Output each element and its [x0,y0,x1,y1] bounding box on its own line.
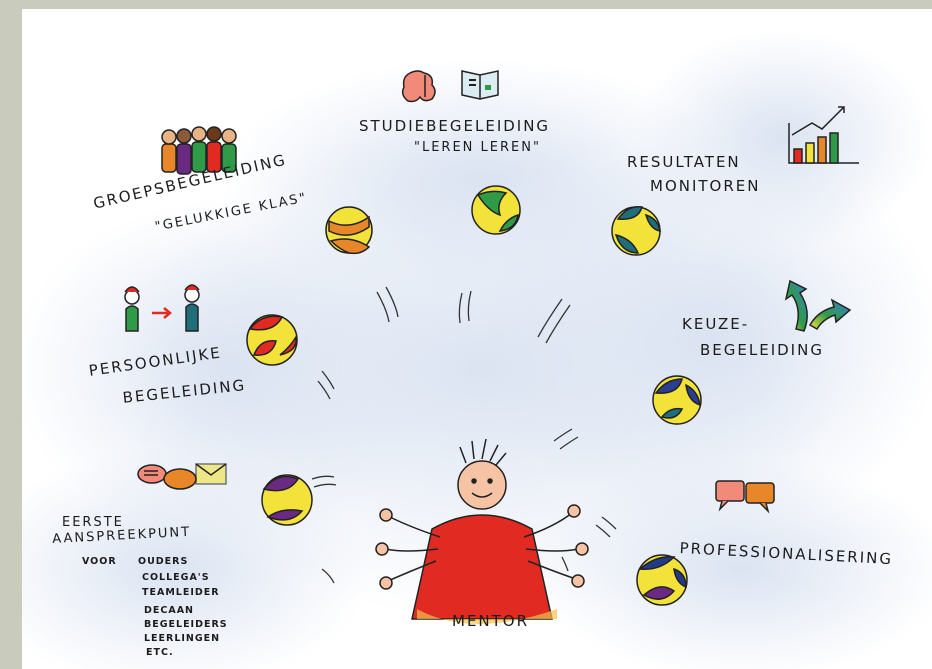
label-studie-line2: "LEREN LEREN" [414,140,541,155]
ball-professionalisering [636,554,688,606]
ball-resultaten [611,206,661,256]
ball-persoonlijk [246,314,298,366]
label-keuze-line1: KEUZE- [682,315,750,333]
ball-studie [471,185,521,235]
label-resultaten-line2: MONITOREN [650,177,761,195]
voor-list-item: OUDERS [138,556,189,567]
chat-mail-icon [137,463,227,490]
label-eerste-line1: EERSTE [62,515,124,530]
voor-list-item: BEGELEIDERS [144,619,228,630]
diverging-arrows-icon [784,279,852,332]
ball-groep [325,206,373,255]
juggling-mentor-icon [375,438,589,624]
voor-list-item: LEERLINGEN [144,633,221,644]
speech-bubbles-icon [715,480,775,514]
brain-book-icon [401,70,499,103]
label-mentor: MENTOR [452,612,530,630]
voor-list-item: COLLEGA'S [142,572,210,583]
label-studie-line1: STUDIEBEGELEIDING [359,117,551,135]
person-to-person-icon [124,284,200,332]
ball-keuze [652,375,702,425]
people-group-icon [161,126,237,175]
voor-list-item: TEAMLEIDER [142,587,220,598]
bar-chart-icon [788,106,859,164]
voor-list-item: ETC. [146,647,174,658]
ball-eerste [261,474,313,526]
illustration-canvas: STUDIEBEGELEIDING "LEREN LEREN" GROEPSBE… [22,9,932,669]
voor-list-item: DECAAN [144,605,195,616]
mentor-role-diagram [22,29,932,669]
label-voor: VOOR [82,556,117,567]
label-resultaten-line1: RESULTATEN [627,153,741,171]
motion-lines [311,286,617,584]
label-keuze-line2: BEGELEIDING [700,341,824,359]
